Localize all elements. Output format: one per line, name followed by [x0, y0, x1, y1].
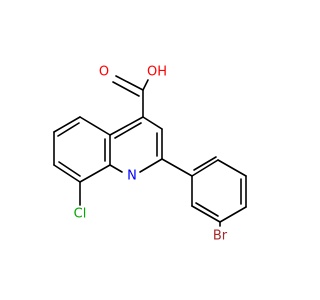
bond-c7-c8-inner [58, 161, 81, 177]
bond-ph-1-inner [193, 156, 217, 171]
atom-label-layer: OH O N Cl Br [74, 65, 228, 244]
bond-ph-5-inner [195, 202, 219, 217]
chlorine-label: Cl [74, 207, 87, 222]
bond-ph-5 [191, 205, 221, 223]
bond-c4a-c5 [79, 116, 111, 136]
molecule-diagram: OH O N Cl Br [53, 65, 247, 244]
bond-c8-c8a [79, 164, 111, 183]
bond-c-o-double-a [115, 75, 144, 91]
hydroxyl-label: OH [147, 65, 167, 80]
bond-ph-1 [191, 159, 219, 177]
bond-ph-4 [219, 206, 247, 223]
bond-c4a-c4 [109, 116, 144, 136]
bond-c5-c6 [53, 116, 81, 133]
bond-c2-c1prime [161, 158, 193, 177]
bond-c5-c6-inner [57, 122, 80, 137]
bond-c2-n [139, 158, 163, 173]
bond-n-c8a [109, 164, 123, 173]
bond-c4a-c4-inner [114, 122, 142, 139]
ring-nitrogen-label: N [127, 169, 137, 184]
bond-c4-c3 [142, 116, 163, 130]
bromine-label: Br [213, 229, 228, 244]
bond-layer [53, 75, 247, 227]
bond-c7-c8 [53, 164, 81, 183]
bond-ph-2 [217, 159, 247, 177]
bond-c-oh [142, 79, 149, 91]
carbonyl-oxygen-label: O [99, 65, 109, 80]
bond-c-o-double-b [112, 81, 140, 97]
